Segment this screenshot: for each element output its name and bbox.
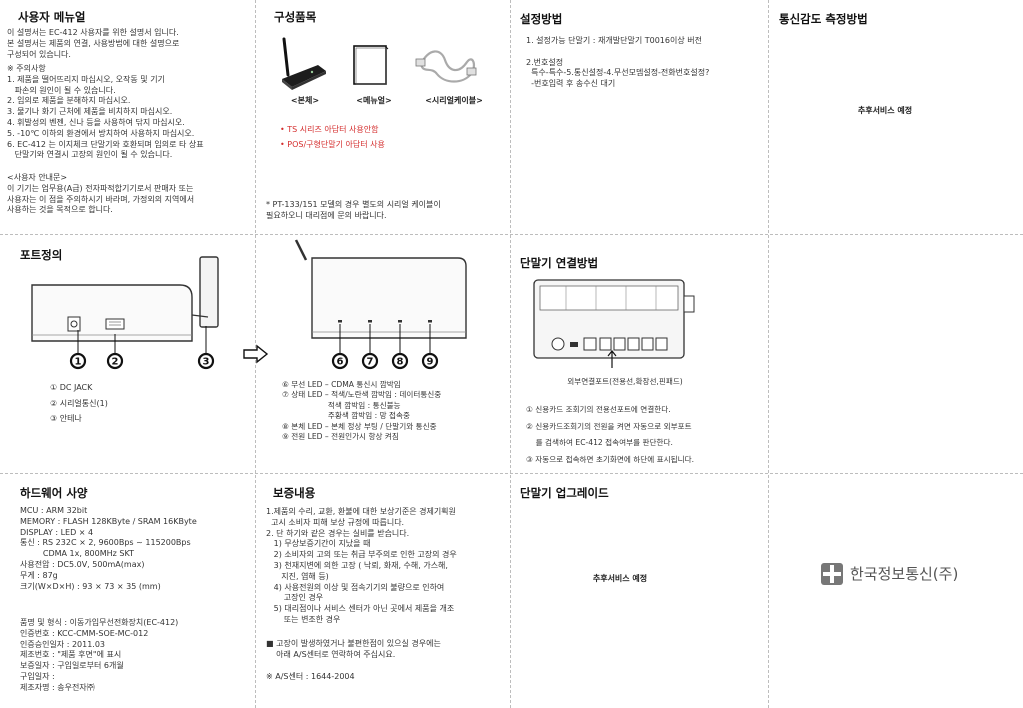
- serial-cable-image: [415, 50, 477, 83]
- port-marker-2: 2: [106, 352, 124, 370]
- device-front-view: [294, 239, 467, 339]
- adapter-warning: • TS 시리즈 아답터 사용안함: [280, 125, 379, 134]
- company-logo-text: 한국정보통신(주): [850, 565, 959, 583]
- connect-steps: ① 신용카드 조회기의 전용선포트에 연결한다. ② 신용카드조회기의 전원을 …: [526, 405, 694, 464]
- svg-text:6: 6: [337, 357, 344, 368]
- upgrade-note: 추후서비스 예정: [592, 574, 648, 583]
- signal-heading: 통신감도 측정방법: [779, 12, 868, 26]
- adapter-warning: • POS/구형단말기 아답터 사용: [280, 140, 385, 149]
- signal-note: 추후서비스 예정: [857, 106, 913, 115]
- led-leader-lines: [339, 324, 431, 353]
- port-marker-3: 3: [197, 352, 215, 370]
- led-marker-6: 6: [331, 352, 349, 370]
- connect-caption: 외부연결포트(전용선,확장선,핀패드): [567, 377, 683, 386]
- upgrade-heading: 단말기 업그레이드: [520, 486, 609, 500]
- device-back-view: [31, 256, 219, 342]
- led-marker-7: 7: [361, 352, 379, 370]
- hardware-specs: MCU : ARM 32bit MEMORY : FLASH 128KByte …: [20, 506, 197, 591]
- svg-text:9: 9: [427, 357, 434, 368]
- svg-text:2: 2: [112, 357, 119, 368]
- user-manual-cautions: ※ 주의사항 1. 제품을 떨어뜨리지 마십시오, 오작동 및 기기 파손의 원…: [7, 64, 204, 160]
- component-label: <본체>: [290, 96, 320, 105]
- led-list: ⑥ 무선 LED – CDMA 통신시 깜박임 ⑦ 상태 LED – 적색/노란…: [282, 380, 442, 442]
- user-manual-guide: <사용자 안내문> 이 기기는 업무용(A급) 전자파적합기기로서 판매자 또는…: [7, 173, 195, 215]
- warranty-notice: ■ 고장이 발생하였거나 불편한점이 있으실 경우에는 아래 A/S센터로 연락…: [266, 639, 441, 659]
- user-manual-intro: 이 설명서는 EC-412 사용자를 위한 설명서 입니다. 본 설명서는 제품…: [7, 28, 180, 59]
- column-divider: [768, 0, 769, 708]
- svg-text:1: 1: [75, 357, 82, 368]
- connect-heading: 단말기 연결방법: [520, 256, 599, 270]
- as-center: ※ A/S센터 : 1644-2004: [266, 672, 355, 681]
- setup-heading: 설정방법: [520, 12, 563, 26]
- product-info: 품명 및 형식 : 이동가입무선전화장치(EC-412) 인증번호 : KCC-…: [20, 618, 179, 692]
- components-footnote: * PT-133/151 모델의 경우 별도의 시리얼 케이블이 필요하오니 대…: [266, 200, 441, 220]
- setup-text: 1. 설정가능 단말기 : 재개발단말기 T0016이상 버전 2.번호설정 특…: [526, 36, 710, 89]
- component-label: <메뉴얼>: [356, 96, 392, 105]
- hardware-heading: 하드웨어 사양: [20, 486, 88, 500]
- warranty-heading: 보증내용: [273, 486, 316, 500]
- manual-image: [353, 45, 389, 85]
- company-logo-icon: [821, 563, 843, 585]
- terminal-back-image: [533, 279, 695, 368]
- marker-leader-lines: [77, 326, 207, 353]
- column-divider: [510, 0, 511, 708]
- port-marker-1: 1: [69, 352, 87, 370]
- svg-text:7: 7: [367, 357, 374, 368]
- warranty-text: 1.제품의 수리, 교환, 환불에 대한 보상기준은 경제기획원 고시 소비자 …: [266, 507, 457, 624]
- row-divider: [0, 473, 1023, 474]
- svg-text:8: 8: [397, 357, 404, 368]
- port-list: ① DC JACK ② 시리얼통신(1) ③ 안테나: [50, 383, 108, 423]
- led-marker-9: 9: [421, 352, 439, 370]
- arrow-right-icon: [243, 344, 269, 364]
- svg-text:3: 3: [203, 357, 210, 368]
- led-marker-8: 8: [391, 352, 409, 370]
- device-image: [282, 37, 326, 90]
- user-manual-heading: 사용자 메뉴얼: [18, 10, 86, 24]
- row-divider: [0, 234, 1023, 235]
- component-label: <시리얼케이블>: [425, 96, 483, 105]
- company-logo: 한국정보통신(주): [820, 560, 980, 588]
- components-heading: 구성품목: [274, 10, 317, 24]
- ports-heading: 포트정의: [20, 248, 63, 262]
